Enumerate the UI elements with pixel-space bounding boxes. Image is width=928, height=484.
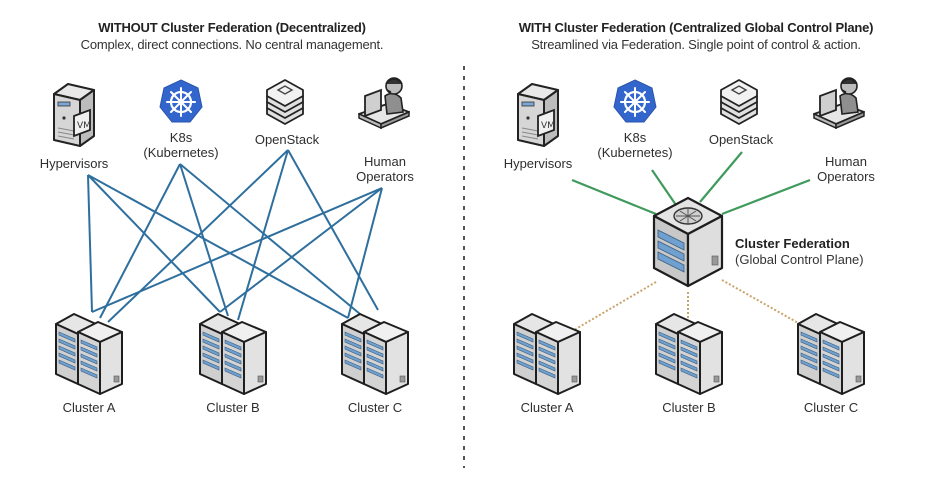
hub-title: Cluster Federation [735,236,850,251]
human-operator-icon [358,77,410,129]
left-cluster-c: Cluster C [341,313,409,415]
source-label: K8s [170,130,193,145]
left-cluster-a: Cluster A [55,313,123,415]
source-label: OpenStack [255,132,320,147]
server-rack-icon [199,313,267,395]
source-label: (Kubernetes) [597,145,672,160]
source-label: (Kubernetes) [143,145,218,160]
mesh-line-openstack-to-c [287,149,379,311]
mesh-line-k8s-to-c [179,163,361,315]
source-label: OpenStack [709,132,774,147]
source-label: Human [825,154,867,169]
cluster-label: Cluster A [63,400,116,415]
right-source-openstack: OpenStack [709,79,774,147]
source-label: Operators [356,169,414,184]
cluster-label: Cluster B [662,400,715,415]
cluster-label: Cluster B [206,400,259,415]
left-source-operators: Human Operators [356,77,414,184]
hub-subtitle: (Global Control Plane) [735,252,864,267]
federation-hub: Cluster Federation (Global Control Plane… [652,196,864,288]
right-source-k8s: K8s (Kubernetes) [597,78,673,160]
human-operator-icon [813,77,865,129]
vm-server-icon [517,83,559,147]
openstack-stack-icon [720,79,758,125]
federation-server-icon [652,196,724,288]
federation-link-cluster-c [721,279,801,325]
right-source-connections [571,151,811,216]
server-rack-icon [513,313,581,395]
federation-line-openstack [699,151,743,203]
kubernetes-helm-icon [612,78,658,124]
left-source-hypervisors: Hypervisors [40,83,109,171]
federation-line-hypervisors [571,178,657,216]
server-rack-icon [341,313,409,395]
cluster-label: Cluster C [348,400,402,415]
right-cluster-a: Cluster A [513,313,581,415]
openstack-stack-icon [266,79,304,125]
server-rack-icon [797,313,865,395]
mesh-line-operators-to-a [91,187,383,313]
mesh-line-hypervisors-to-a [87,174,93,313]
mesh-line-openstack-to-b [237,149,289,321]
mesh-line-openstack-to-a [107,149,289,323]
cluster-label: Cluster A [521,400,574,415]
left-cluster-b: Cluster B [199,313,267,415]
right-cluster-c: Cluster C [797,313,865,415]
left-source-k8s: K8s (Kubernetes) [143,78,219,160]
server-rack-icon [655,313,723,395]
mesh-line-hypervisors-to-c [87,174,349,319]
right-source-hypervisors: Hypervisors [504,83,573,171]
right-panel-heading: WITH Cluster Federation (Centralized Glo… [464,20,928,52]
left-panel-subtitle: Complex, direct connections. No central … [80,37,384,52]
left-source-openstack: OpenStack [255,79,320,147]
mesh-line-operators-to-b [219,187,383,313]
right-panel-subtitle: Streamlined via Federation. Single point… [531,37,861,52]
federation-link-cluster-a [573,281,657,331]
left-mesh-connections [87,149,383,323]
mesh-line-k8s-to-b [179,163,229,317]
left-panel-title: WITHOUT Cluster Federation (Decentralize… [98,20,366,35]
mesh-line-hypervisors-to-b [87,174,221,313]
right-cluster-connections [573,279,801,331]
federation-line-k8s [651,169,677,206]
right-cluster-b: Cluster B [655,313,723,415]
left-panel-heading: WITHOUT Cluster Federation (Decentralize… [0,20,464,52]
mesh-line-operators-to-c [347,187,383,319]
source-label: Operators [817,169,875,184]
source-label: K8s [624,130,647,145]
source-label: Hypervisors [504,156,573,171]
right-panel-title: WITH Cluster Federation (Centralized Glo… [518,20,874,35]
right-source-operators: Human Operators [813,77,875,184]
kubernetes-helm-icon [158,78,204,124]
source-label: Hypervisors [40,156,109,171]
federation-line-operators [721,178,811,216]
mesh-line-k8s-to-a [99,163,181,319]
cluster-label: Cluster C [804,400,858,415]
source-label: Human [364,154,406,169]
vm-server-icon [53,83,95,147]
server-rack-icon [55,313,123,395]
